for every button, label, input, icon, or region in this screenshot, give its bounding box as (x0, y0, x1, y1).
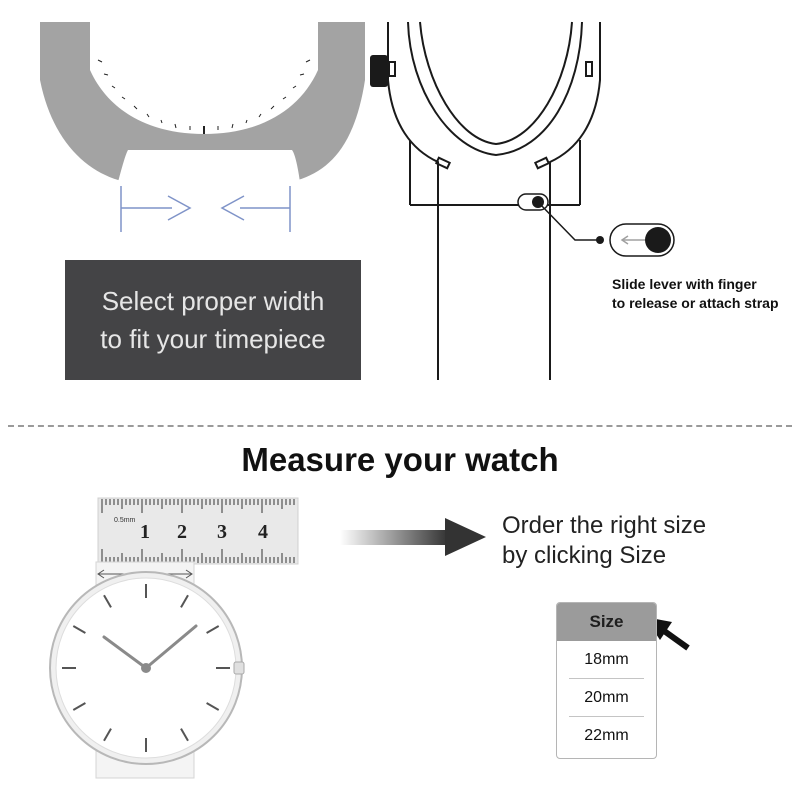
watch-side-view (387, 21, 601, 380)
section-title: Measure your watch (241, 441, 559, 478)
watch-dial-arc (90, 22, 318, 134)
width-caption-line1: Select proper width (101, 286, 325, 316)
hour-marker (72, 702, 86, 711)
ruler-unit-label: 0.5mm (114, 517, 136, 524)
size-option-20mm[interactable]: 20mm (569, 679, 644, 717)
ruler-number: 1 (140, 521, 150, 543)
hour-marker (103, 728, 112, 742)
order-instructions-line2: by clicking Size (502, 542, 667, 569)
width-caption-line2: to fit your timepiece (100, 324, 326, 354)
hour-marker (103, 594, 112, 608)
hour-marker (206, 702, 220, 711)
spring-bar-lever (517, 193, 675, 257)
lever-caption-line2: to release or attach strap (612, 295, 779, 311)
minute-hand (144, 624, 198, 670)
measure-illustration: 0.5mm 1 2 3 4 (49, 497, 690, 779)
hour-marker (180, 728, 189, 742)
hour-hand (102, 635, 148, 670)
ruler-number: 4 (258, 521, 268, 543)
crown-icon (370, 55, 388, 87)
right-arrow-icon (340, 518, 486, 556)
watch-case-front-view (40, 22, 365, 182)
width-caption-box: Select proper width to fit your timepiec… (65, 260, 361, 380)
lever-caption: Slide lever with finger to release or at… (612, 275, 800, 313)
hour-marker (180, 594, 189, 608)
ruler: 0.5mm 1 2 3 4 (97, 497, 299, 565)
hour-marker (206, 625, 220, 634)
order-instructions-line1: Order the right size (502, 512, 707, 539)
ruler-number: 2 (177, 521, 187, 543)
section-divider (8, 425, 792, 427)
order-instructions: Order the right size by clicking Size (502, 511, 782, 571)
lever-caption-line1: Slide lever with finger (612, 276, 757, 292)
strap-width-illustration (40, 21, 675, 380)
ruler-number: 3 (217, 521, 227, 543)
size-option-22mm[interactable]: 22mm (584, 727, 629, 744)
watch-face (49, 561, 245, 779)
size-option-18mm[interactable]: 18mm (569, 641, 644, 679)
size-selector-header[interactable]: Size (557, 603, 656, 641)
size-selector[interactable]: Size 18mm 20mm 22mm (556, 602, 657, 759)
hour-marker (72, 625, 86, 634)
width-arrows (120, 186, 291, 232)
